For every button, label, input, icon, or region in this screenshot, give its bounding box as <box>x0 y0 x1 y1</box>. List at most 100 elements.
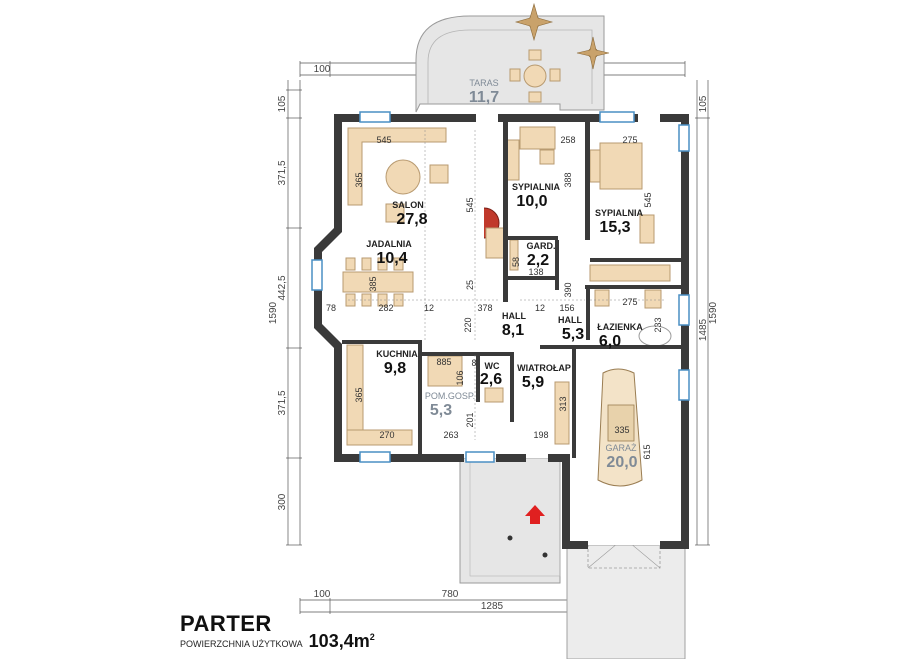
room-sypialnia-small: SYPIALNIA 10,0 <box>512 182 561 210</box>
idim-78: 78 <box>326 303 336 313</box>
room-name: JADALNIA <box>366 239 412 249</box>
idim-275a: 275 <box>622 135 637 145</box>
room-kuchnia: KUCHNIA 9,8 <box>376 349 418 377</box>
dim-bottom-100: 100 <box>314 589 331 600</box>
usable-area-unit-sup: 2 <box>369 632 375 642</box>
idim-390: 390 <box>563 282 573 297</box>
idim-545b: 545 <box>465 197 475 212</box>
furniture <box>342 126 672 487</box>
driveway <box>566 544 686 659</box>
idim-138: 138 <box>528 267 543 277</box>
idim-545c: 545 <box>643 192 653 207</box>
idim-263: 263 <box>443 430 458 440</box>
room-area: 5,3 <box>562 326 584 343</box>
bed <box>599 142 643 190</box>
room-area: 8,1 <box>502 322 524 339</box>
dim-bottom-1285: 1285 <box>481 601 504 612</box>
usable-area-row: POWIERZCHNIA UŻYTKOWA 103,4m2 <box>180 631 375 652</box>
entrance-path <box>459 457 561 584</box>
idim-270: 270 <box>379 430 394 440</box>
room-name: WIATROŁAP <box>517 363 571 373</box>
idim-365b: 365 <box>354 387 364 402</box>
dim-right-1590: 1590 <box>708 301 719 324</box>
coffee-table <box>385 159 421 195</box>
room-hall-main: HALL 8,1 <box>502 311 527 339</box>
dim-bottom-780: 780 <box>442 589 459 600</box>
dim-left-105: 105 <box>277 95 288 112</box>
dim-left-1590: 1590 <box>268 301 279 324</box>
dim-right-1485: 1485 <box>698 318 709 341</box>
idim-275b: 275 <box>622 297 637 307</box>
idim-8: 8 <box>471 358 476 368</box>
dim-left-300: 300 <box>277 493 288 510</box>
dim-left-3715b: 371,5 <box>277 390 288 415</box>
room-jadalnia: JADALNIA 10,4 <box>366 239 412 267</box>
room-area: 5,9 <box>522 374 544 391</box>
usable-area-number: 103,4m <box>308 631 370 651</box>
room-area: 11,7 <box>469 89 499 106</box>
room-name: TARAS <box>469 78 498 88</box>
room-wiatrolap: WIATROŁAP 5,9 <box>517 363 571 391</box>
room-area: 6,0 <box>599 333 621 350</box>
room-area: 15,3 <box>599 219 630 236</box>
room-hall-side: HALL 5,3 <box>558 315 584 343</box>
room-name: ŁAZIENKA <box>597 322 643 332</box>
room-area: 20,0 <box>606 454 637 471</box>
room-name: SYPIALNIA <box>512 182 561 192</box>
dining-table <box>342 271 414 293</box>
inner-dim-lines <box>348 130 665 440</box>
plant-icon <box>514 2 554 42</box>
room-name: HALL <box>558 315 582 325</box>
terrace <box>415 15 605 113</box>
walls <box>314 114 689 549</box>
idim-198: 198 <box>533 430 548 440</box>
dim-left-4425: 442,5 <box>277 275 288 300</box>
idim-58: 58 <box>511 257 521 267</box>
idim-201: 201 <box>465 412 475 427</box>
room-area: 10,4 <box>376 250 407 267</box>
idim-220: 220 <box>463 317 473 332</box>
dim-top-100: 100 <box>314 64 331 75</box>
idim-106: 106 <box>455 370 465 385</box>
room-area: 2,6 <box>480 371 502 388</box>
room-area: 27,8 <box>396 211 427 228</box>
room-area: 9,8 <box>384 360 406 377</box>
terrace-table <box>523 64 547 88</box>
room-sypialnia-large: SYPIALNIA 15,3 <box>595 208 644 236</box>
idim-545a: 545 <box>376 135 391 145</box>
room-taras: TARAS 11,7 <box>469 78 499 106</box>
plant-icon <box>576 36 610 70</box>
room-name: KUCHNIA <box>376 349 418 359</box>
room-name: POM.GOSP. <box>425 391 475 401</box>
idim-885: 885 <box>436 357 451 367</box>
idim-156: 156 <box>559 303 574 313</box>
windows <box>311 111 690 463</box>
desk <box>519 126 556 150</box>
room-name: GARAŻ <box>605 443 637 453</box>
corner-sofa <box>347 127 447 206</box>
room-gard: GARD. 2,2 <box>527 241 556 269</box>
idim-233: 233 <box>653 317 663 332</box>
room-name: HALL <box>502 311 526 321</box>
room-name: SYPIALNIA <box>595 208 644 218</box>
room-area: 5,3 <box>430 402 452 419</box>
plan-title: PARTER <box>180 611 272 636</box>
idim-313: 313 <box>558 396 568 411</box>
idim-335: 335 <box>614 425 629 435</box>
idim-12a: 12 <box>424 303 434 313</box>
idim-615: 615 <box>642 444 652 459</box>
room-lazienka: ŁAZIENKA 6,0 <box>597 322 643 350</box>
room-salon: SALON 27,8 <box>392 200 427 228</box>
room-area: 2,2 <box>527 252 549 269</box>
room-pom-gosp: POM.GOSP. 5,3 <box>425 391 475 419</box>
idim-258: 258 <box>560 135 575 145</box>
idim-378: 378 <box>477 303 492 313</box>
room-area: 10,0 <box>516 193 547 210</box>
idim-282: 282 <box>378 303 393 313</box>
dim-left-3715a: 371,5 <box>277 160 288 185</box>
room-name: GARD. <box>527 241 556 251</box>
room-wc: WC 2,6 <box>480 361 502 388</box>
idim-12b: 12 <box>535 303 545 313</box>
wardrobe <box>589 264 671 282</box>
